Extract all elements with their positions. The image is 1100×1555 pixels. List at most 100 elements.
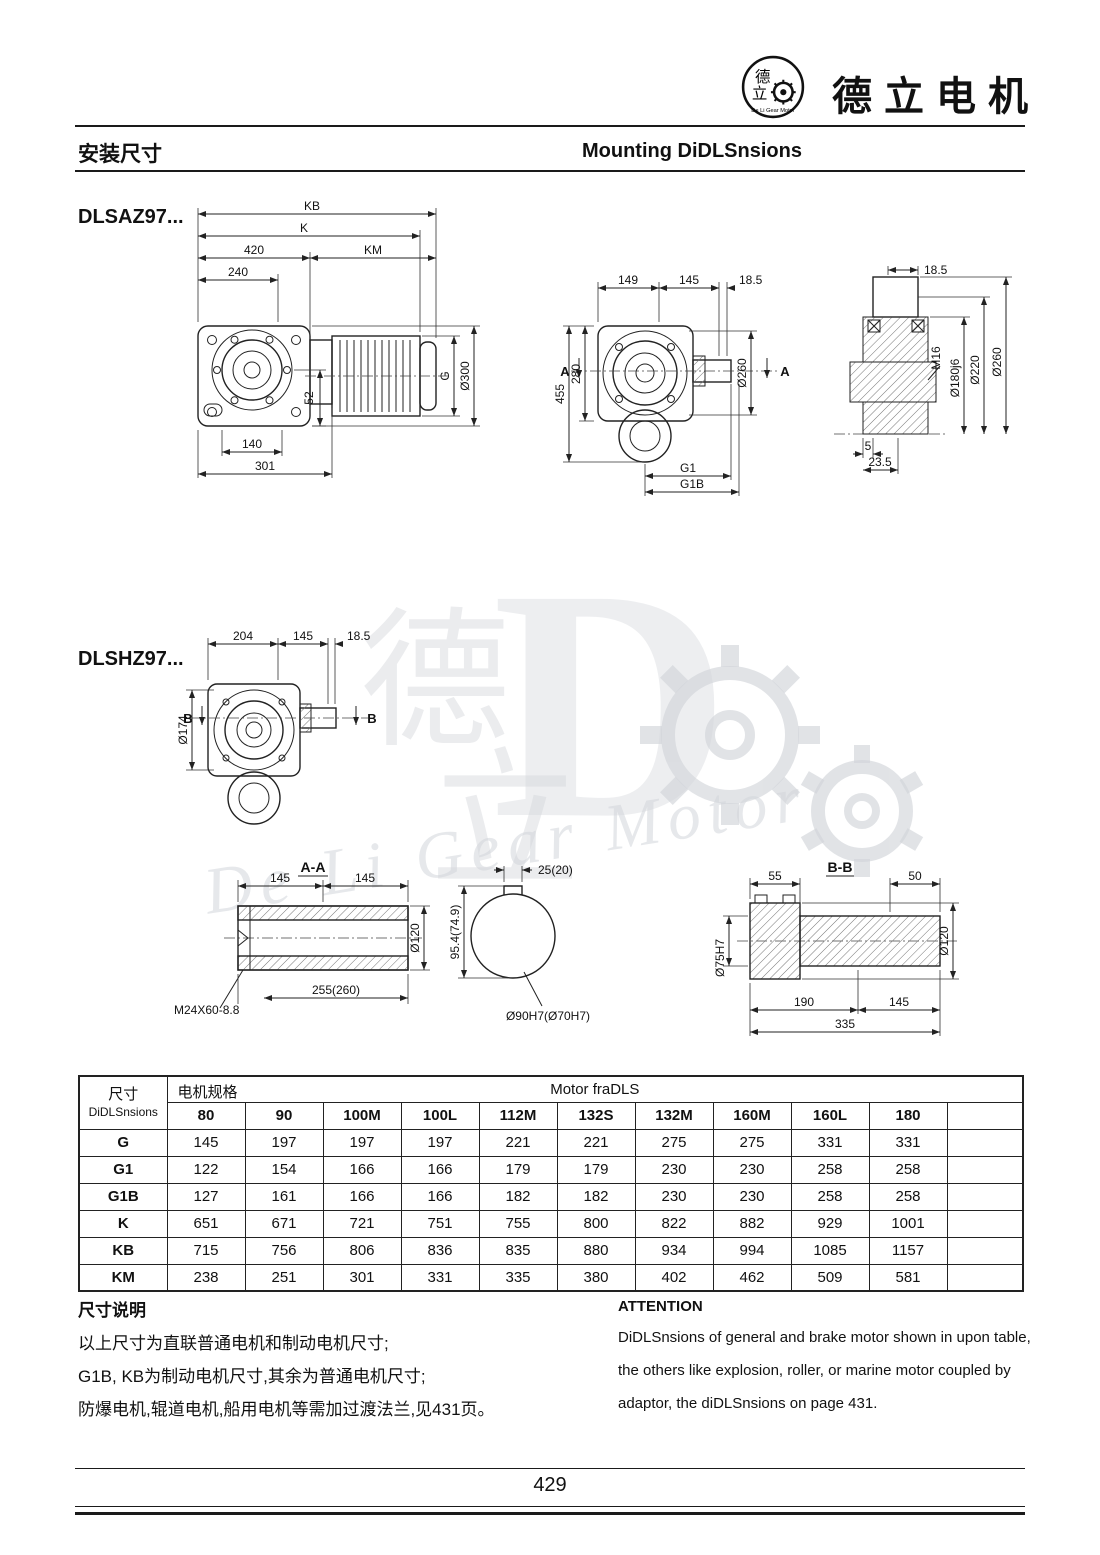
dim-label: 420 xyxy=(244,243,264,257)
dim-value-cell: 331 xyxy=(790,1128,870,1157)
spec-label-en: Motor fraDLS xyxy=(550,1080,640,1098)
dim-value-cell: 145 xyxy=(166,1128,246,1157)
dim-value-cell: 166 xyxy=(400,1182,480,1211)
dimension-lines-bore: 25(20) 95.4(74.9) Ø90H7(Ø70H7) xyxy=(448,863,590,1023)
notes-cn-title: 尺寸说明 xyxy=(78,1301,146,1320)
drawing-section-a-a: A-A 145 145 Ø120 M24X60-8.8 255(260) xyxy=(174,859,590,1023)
dim-col-header-cn: 尺寸 xyxy=(108,1085,139,1103)
dim-label: G xyxy=(438,371,452,380)
dim-value-cell: 230 xyxy=(634,1155,714,1184)
section-markers-b: B B xyxy=(183,706,377,726)
dim-value-cell: 751 xyxy=(400,1209,480,1238)
table-row: KM 238 251 301 331 335 380 402 462 509 5… xyxy=(78,1263,1024,1292)
bore-section-circle xyxy=(470,885,556,979)
motor-size-header: 80 xyxy=(166,1101,246,1130)
dim-value-cell: 929 xyxy=(790,1209,870,1238)
watermark-big-d: D xyxy=(492,522,731,887)
note-line: adaptor, the diDLSnsions on page 431. xyxy=(618,1395,878,1412)
dim-value-cell: 994 xyxy=(712,1236,792,1265)
dim-value-cell: 154 xyxy=(244,1155,324,1184)
dim-value-cell: 161 xyxy=(244,1182,324,1211)
dimension-lines: 18.5 M16 Ø180j6 Ø220 Ø260 5 23.5 xyxy=(853,263,1012,474)
housing-outline xyxy=(190,683,368,825)
drawing-dlsaz-front-view: A A 149 145 18.5 455 280 Ø260 G1 G1B xyxy=(553,273,790,496)
drawing-dlsaz-flange-detail: 18.5 M16 Ø180j6 Ø220 Ø260 5 23.5 xyxy=(834,263,1012,474)
dim-label: K xyxy=(300,221,308,235)
dim-label: 145 xyxy=(270,871,290,885)
dimension-lines: 204 145 18.5 Ø174 xyxy=(176,629,371,771)
dim-label: 301 xyxy=(255,459,275,473)
dim-label: G1B xyxy=(680,477,704,491)
section-markers-a: A A xyxy=(560,358,790,379)
logo-char-bottom: 立 xyxy=(752,84,767,102)
dim-label: 240 xyxy=(228,265,248,279)
dim-label: 95.4(74.9) xyxy=(448,905,462,960)
dim-label: 23.5 xyxy=(868,455,892,469)
dim-value-cell: 275 xyxy=(712,1128,792,1157)
dim-label: Ø180j6 xyxy=(948,358,962,397)
dim-label: G1 xyxy=(680,461,696,475)
motor-frame-header: 电机规格 Motor fraDLS xyxy=(166,1075,1024,1103)
drawing-dlsaz-side-view: KB K 420 KM 240 52 G Ø300 140 301 xyxy=(197,199,480,478)
dim-col-header-en: DiDLSnsions xyxy=(88,1104,158,1119)
dimension-lines: 149 145 18.5 455 280 Ø260 G1 G1B xyxy=(553,273,763,496)
page-title-cn: 安装尺寸 xyxy=(78,143,162,166)
dim-value-cell: 166 xyxy=(322,1155,402,1184)
dim-value-cell: 800 xyxy=(556,1209,636,1238)
empty-cell xyxy=(946,1128,1024,1157)
section-letter: B xyxy=(367,711,376,726)
dimension-lines: 55 50 Ø120 Ø75H7 190 145 335 xyxy=(713,869,959,1036)
dim-value-cell: 221 xyxy=(556,1128,636,1157)
dim-label: 145 xyxy=(889,995,909,1009)
dim-label: 55 xyxy=(768,869,782,883)
header-rule-top xyxy=(75,125,1025,127)
dim-value-cell: 721 xyxy=(322,1209,402,1238)
motor-size-header: 180 xyxy=(868,1101,948,1130)
dim-value-cell: 380 xyxy=(556,1263,636,1292)
dim-row-label: K xyxy=(78,1209,168,1238)
dim-row-label: KB xyxy=(78,1236,168,1265)
dim-label: Ø260 xyxy=(735,358,749,388)
housing-outline xyxy=(571,325,778,463)
motor-size-header: 100L xyxy=(400,1101,480,1130)
note-line: G1B, KB为制动电机尺寸,其余为普通电机尺寸; xyxy=(78,1367,426,1386)
watermark-gears xyxy=(640,645,924,877)
dim-value-cell: 1001 xyxy=(868,1209,948,1238)
shaft-section-outline xyxy=(737,894,957,980)
dim-value-cell: 715 xyxy=(166,1236,246,1265)
dim-value-cell: 197 xyxy=(322,1128,402,1157)
dim-label: Ø260 xyxy=(990,347,1004,377)
dim-value-cell: 835 xyxy=(478,1236,558,1265)
dim-value-cell: 238 xyxy=(166,1263,246,1292)
section-letter: A xyxy=(560,364,570,379)
dim-value-cell: 182 xyxy=(556,1182,636,1211)
dim-value-cell: 197 xyxy=(244,1128,324,1157)
dim-label: Ø90H7(Ø70H7) xyxy=(506,1009,590,1023)
footer-rule-mid xyxy=(75,1506,1025,1507)
note-line: 以上尺寸为直联普通电机和制动电机尺寸; xyxy=(78,1334,389,1353)
dim-col-header: 尺寸 DiDLSnsions xyxy=(78,1075,168,1130)
dim-value-cell: 331 xyxy=(400,1263,480,1292)
empty-cell xyxy=(946,1209,1024,1238)
dim-label: 149 xyxy=(618,273,638,287)
dim-label: 204 xyxy=(233,629,253,643)
dim-value-cell: 1085 xyxy=(790,1236,870,1265)
logo-gear-icon xyxy=(770,79,796,105)
dim-label: 145 xyxy=(355,871,375,885)
empty-cell xyxy=(946,1182,1024,1211)
dim-value-cell: 756 xyxy=(244,1236,324,1265)
motor-size-header: 100M xyxy=(322,1101,402,1130)
dim-label: 145 xyxy=(293,629,313,643)
dim-value-cell: 301 xyxy=(322,1263,402,1292)
note-line: the others like explosion, roller, or ma… xyxy=(618,1362,1011,1379)
dim-value-cell: 581 xyxy=(868,1263,948,1292)
dim-label: 140 xyxy=(242,437,262,451)
section-letter: A xyxy=(780,364,790,379)
dimensions-table: 尺寸 DiDLSnsions 电机规格 Motor fraDLS 80 90 1… xyxy=(78,1075,1025,1292)
logo-char-top: 德 xyxy=(755,68,770,86)
dim-label: Ø75H7 xyxy=(713,939,727,977)
dim-value-cell: 335 xyxy=(478,1263,558,1292)
motor-size-header: 160M xyxy=(712,1101,792,1130)
motor-size-header: 132S xyxy=(556,1101,636,1130)
